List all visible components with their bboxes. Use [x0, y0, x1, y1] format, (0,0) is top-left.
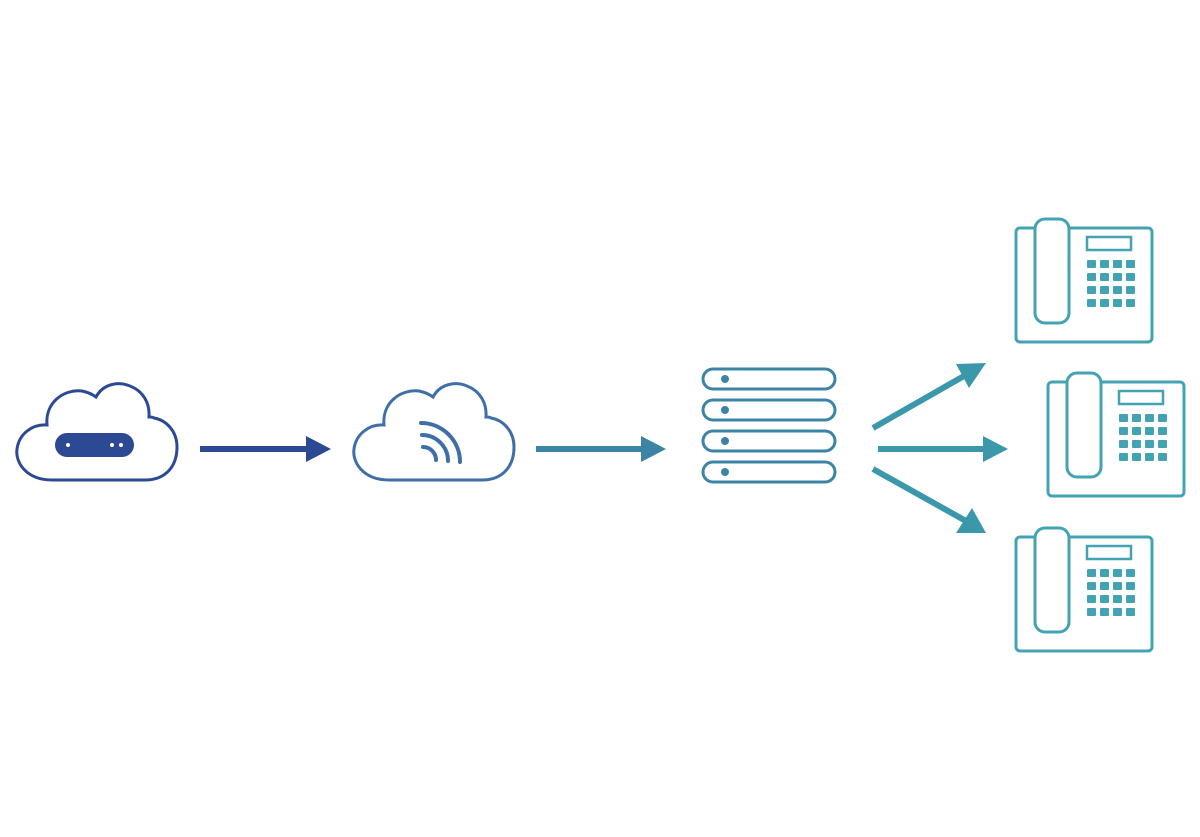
- keypad-key: [1132, 453, 1141, 461]
- signal-cloud-icon: [352, 382, 516, 482]
- phone-body: [1014, 226, 1154, 344]
- arrow-server-to-phone-top: [871, 363, 986, 431]
- keypad-key: [1158, 453, 1167, 461]
- desk-phone-middle-icon: [1046, 371, 1186, 498]
- keypad-key: [1119, 427, 1128, 435]
- keypad-key: [1132, 427, 1141, 435]
- device-led-right-2: [119, 443, 123, 447]
- keypad-key: [1119, 453, 1128, 461]
- keypad-key: [1087, 595, 1096, 603]
- arrow-head: [956, 508, 986, 533]
- keypad-key: [1087, 569, 1096, 577]
- cloud-outline: [15, 382, 179, 482]
- phone-handset: [1065, 371, 1103, 479]
- keypad-key: [1100, 595, 1109, 603]
- server-unit: [701, 429, 837, 453]
- arrow-server-to-phone-middle: [878, 436, 1008, 462]
- keypad-key: [1132, 440, 1141, 448]
- keypad-key: [1100, 260, 1109, 268]
- keypad-key: [1087, 299, 1096, 307]
- keypad-key: [1113, 286, 1122, 294]
- server-led: [721, 468, 729, 476]
- phone-handset: [1033, 526, 1071, 634]
- keypad-key: [1113, 608, 1122, 616]
- arrow-head: [306, 436, 331, 462]
- phone-screen: [1117, 389, 1165, 406]
- keypad-key: [1119, 414, 1128, 422]
- keypad-key: [1100, 569, 1109, 577]
- arrow-head: [641, 436, 666, 462]
- arrow-shaft: [871, 466, 968, 524]
- keypad-key: [1100, 273, 1109, 281]
- server-led: [721, 375, 729, 383]
- keypad-key: [1113, 260, 1122, 268]
- keypad-key: [1087, 582, 1096, 590]
- keypad-key: [1113, 569, 1122, 577]
- device-led-left: [66, 443, 70, 447]
- desk-phone-bottom-icon: [1014, 526, 1154, 653]
- server-led: [721, 437, 729, 445]
- arrow-device-to-cloud: [200, 436, 331, 462]
- keypad-key: [1100, 286, 1109, 294]
- server-unit: [701, 367, 837, 391]
- keypad-key: [1126, 299, 1135, 307]
- keypad-key: [1126, 260, 1135, 268]
- cloud-outline: [352, 382, 516, 482]
- keypad-key: [1126, 595, 1135, 603]
- arrow-cloud-to-server: [536, 436, 666, 462]
- wireless-signal-icon: [419, 421, 462, 464]
- server-unit: [701, 398, 837, 422]
- phone-screen: [1085, 544, 1133, 561]
- phone-keypad: [1087, 260, 1135, 307]
- keypad-key: [1126, 582, 1135, 590]
- keypad-key: [1113, 582, 1122, 590]
- keypad-key: [1100, 582, 1109, 590]
- keypad-key: [1087, 286, 1096, 294]
- keypad-key: [1100, 299, 1109, 307]
- device-led-right-1: [110, 443, 114, 447]
- keypad-key: [1132, 414, 1141, 422]
- keypad-key: [1145, 427, 1154, 435]
- keypad-key: [1158, 414, 1167, 422]
- keypad-key: [1113, 299, 1122, 307]
- keypad-key: [1087, 608, 1096, 616]
- keypad-key: [1158, 427, 1167, 435]
- arrow-head: [956, 363, 986, 388]
- server-unit: [701, 460, 837, 484]
- keypad-key: [1113, 595, 1122, 603]
- keypad-key: [1126, 273, 1135, 281]
- keypad-key: [1126, 608, 1135, 616]
- phone-body: [1046, 380, 1186, 498]
- keypad-key: [1126, 286, 1135, 294]
- phone-handset: [1033, 217, 1071, 325]
- server-stack-icon: [701, 367, 837, 484]
- server-led: [721, 406, 729, 414]
- phone-keypad: [1087, 569, 1135, 616]
- keypad-key: [1100, 608, 1109, 616]
- arrow-head: [983, 436, 1008, 462]
- phone-keypad: [1119, 414, 1167, 461]
- keypad-key: [1087, 273, 1096, 281]
- desk-phone-top-icon: [1014, 217, 1154, 344]
- keypad-key: [1119, 440, 1128, 448]
- router-device-icon: [55, 433, 134, 457]
- phone-body: [1014, 535, 1154, 653]
- keypad-key: [1087, 260, 1096, 268]
- keypad-key: [1126, 569, 1135, 577]
- keypad-key: [1145, 440, 1154, 448]
- keypad-key: [1145, 414, 1154, 422]
- keypad-key: [1158, 440, 1167, 448]
- keypad-key: [1145, 453, 1154, 461]
- phone-screen: [1085, 235, 1133, 252]
- keypad-key: [1113, 273, 1122, 281]
- device-cloud-icon: [15, 382, 179, 482]
- arrow-server-to-phone-bottom: [871, 466, 986, 533]
- arrow-shaft: [871, 373, 966, 431]
